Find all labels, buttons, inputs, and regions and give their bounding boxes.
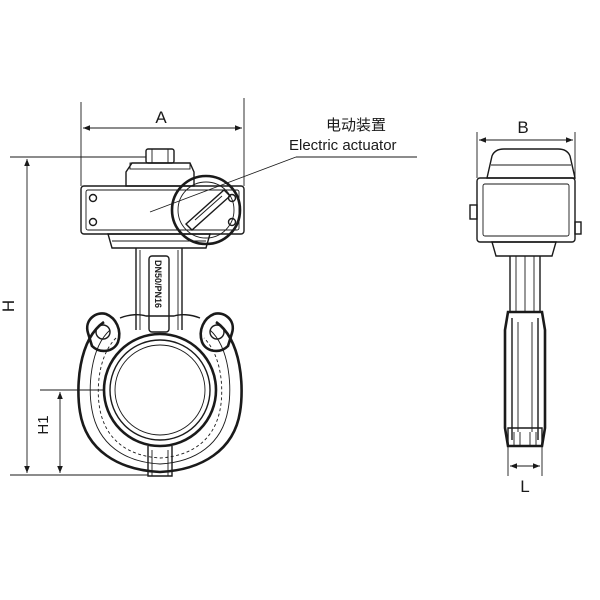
side-stem <box>509 256 541 312</box>
callout-label-en: Electric actuator <box>289 137 397 154</box>
front-view: DN50/PN16 <box>0 98 417 477</box>
side-view: B L <box>469 118 582 496</box>
dimension-h1: H1 <box>35 389 104 473</box>
dimension-l-label: L <box>520 477 529 496</box>
dimension-b-label: B <box>517 118 528 137</box>
actuator-housing <box>80 148 245 249</box>
dimension-a-label: A <box>155 108 167 127</box>
stem-marking: DN50/PN16 <box>153 260 163 308</box>
side-actuator <box>469 148 582 257</box>
dimension-b: B <box>476 118 576 178</box>
callout-label-cn: 电动装置 <box>326 116 386 134</box>
dimension-a: A <box>80 98 245 186</box>
dimension-h: H <box>0 156 148 476</box>
dimension-h1-label: H1 <box>35 415 52 434</box>
side-valve-body <box>503 310 547 448</box>
actuator-callout: 电动装置 Electric actuator <box>149 116 417 213</box>
valve-body <box>77 312 243 477</box>
dimension-h-label: H <box>0 300 18 312</box>
valve-stem: DN50/PN16 <box>135 248 183 333</box>
dimension-l: L <box>507 446 543 496</box>
